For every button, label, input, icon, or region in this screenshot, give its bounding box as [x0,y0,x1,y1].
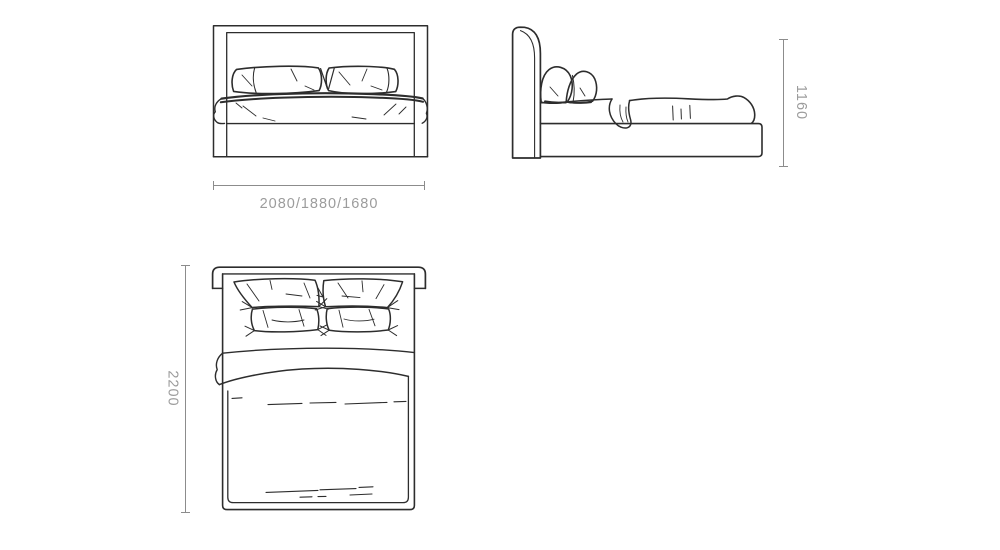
front-view-drawing [212,24,429,158]
side-duvet [565,95,756,129]
plan-length-dimension-line [185,265,186,512]
side-pillows [539,66,598,105]
dimension-tick [779,38,788,40]
side-bed-base [539,122,763,158]
front-headboard-frame [212,24,429,158]
dimension-tick [423,181,425,190]
plan-pillow-back-left [233,277,329,311]
plan-pillow-front-right [319,306,399,337]
dimension-tick [779,165,788,167]
front-pillow-right [320,65,399,95]
front-mattress-duvet [212,92,428,125]
side-view-drawing [511,26,763,159]
dimension-tick [181,511,190,513]
front-width-dimension-label: 2080/1880/1680 [259,196,379,212]
side-height-dimension-label: 1160 [793,84,809,121]
front-pillow-left [231,65,323,95]
side-headboard [511,26,542,159]
top-view-drawing [211,266,427,511]
side-height-dimension-line [783,39,784,166]
front-width-dimension-line [213,185,424,186]
dimension-tick [181,264,190,266]
plan-bed-outline [221,273,416,511]
dimension-tick [212,181,214,190]
plan-duvet [214,347,416,504]
plan-length-dimension-label: 2200 [164,370,181,407]
plan-pillow-back-right [314,278,404,311]
plan-pillow-front-left [244,306,328,337]
plan-headboard-bar [211,266,427,290]
